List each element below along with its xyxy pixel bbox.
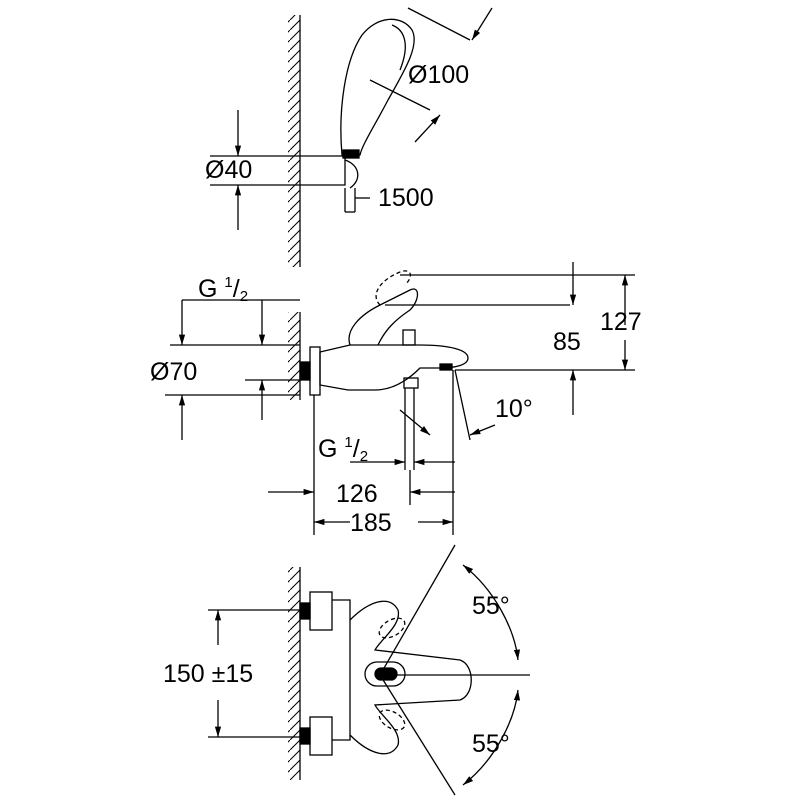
- projection-outlet-label: 126: [336, 480, 378, 508]
- lever-angle-down-label: 55°: [472, 730, 510, 758]
- thread-den: 2: [359, 448, 369, 465]
- thread-num: 1: [224, 274, 233, 291]
- spout-angle-label: 10°: [495, 395, 533, 423]
- lever-angle-up-label: 55°: [472, 592, 510, 620]
- thread-den: 2: [239, 288, 249, 305]
- head-diameter-label: Ø100: [408, 61, 470, 89]
- mixer-body-top: [349, 600, 472, 755]
- shower-head: [340, 18, 415, 156]
- lever: [348, 288, 419, 346]
- mixer-top-view: [208, 544, 530, 796]
- escutcheon-diameter-label: Ø70: [150, 358, 198, 386]
- outlet-thread-label: G 1/2: [318, 434, 369, 465]
- shower-handle-ring: [342, 149, 360, 159]
- thread-num: 1: [344, 434, 353, 451]
- height-total-label: 127: [600, 308, 642, 336]
- mixer-side-view: [165, 262, 635, 535]
- holder-diameter-label: Ø40: [205, 156, 253, 184]
- projection-total-label: 185: [350, 509, 392, 537]
- mixer-body: [319, 344, 469, 391]
- wall-holder: [300, 155, 346, 186]
- height-spout-label: 85: [553, 328, 581, 356]
- thread-letter: G: [198, 275, 218, 303]
- centres-label: 150 ±15: [163, 660, 254, 688]
- inlet-thread-label: G 1/2: [198, 274, 249, 305]
- thread-letter: G: [318, 435, 338, 463]
- wall-hatch: [288, 15, 300, 267]
- hose-length-label: 1500: [378, 184, 434, 212]
- hand-shower-view: [210, 7, 493, 267]
